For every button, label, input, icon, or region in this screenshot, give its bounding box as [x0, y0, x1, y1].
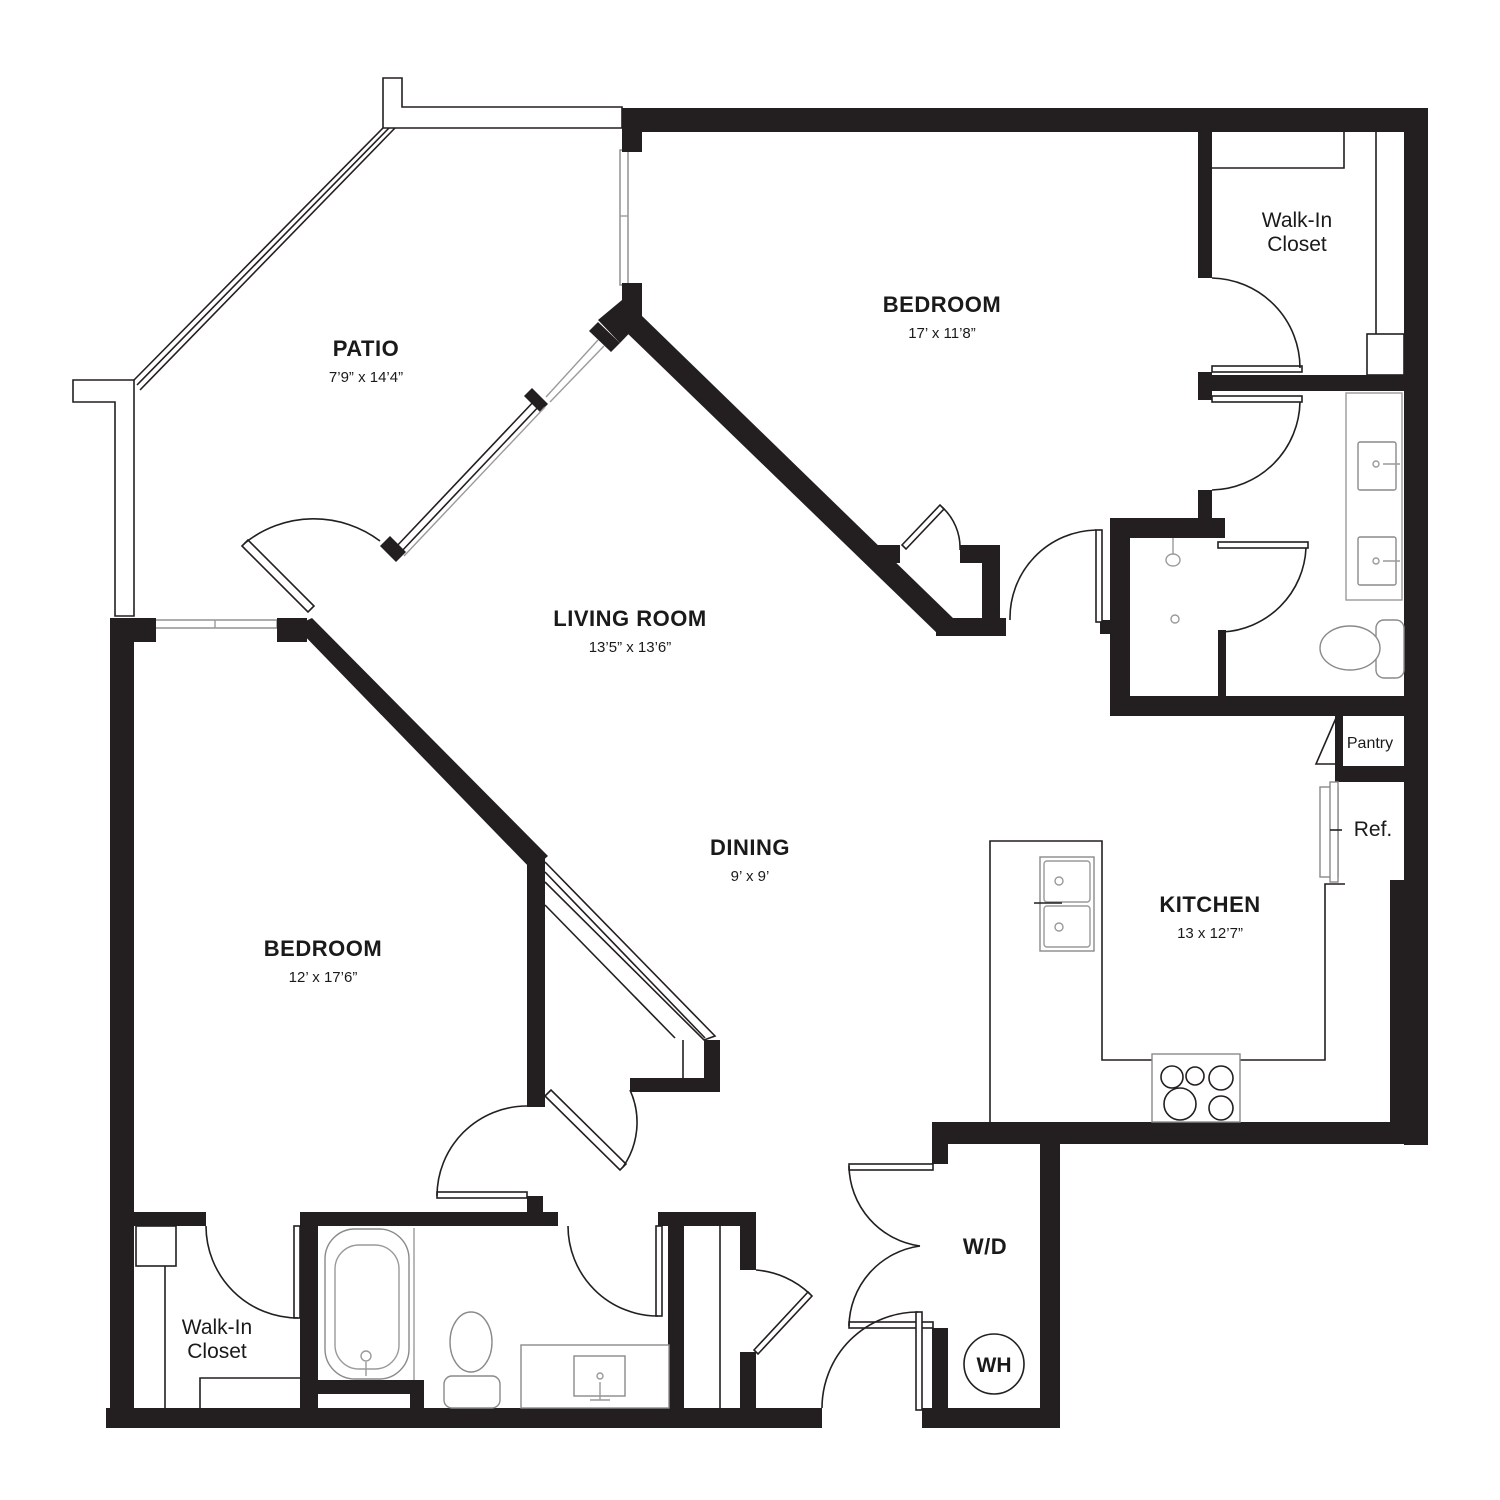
room-dimensions: 13’5” x 13’6” [589, 639, 672, 656]
room-label-bedroom-primary: BEDROOM 17’ x 11’8” [883, 292, 1001, 342]
room-title: BEDROOM [883, 292, 1001, 317]
master-bath-fixtures [1165, 392, 1405, 679]
walkin-closet-door-bottom[interactable] [205, 1225, 301, 1319]
patio-door[interactable] [240, 518, 381, 614]
room-dimensions: 9’ x 9’ [731, 868, 770, 885]
bedroom-secondary-door[interactable] [436, 1105, 528, 1199]
closet-label-line1: Walk-In [182, 1316, 252, 1339]
laundry-double-doors[interactable] [848, 1163, 934, 1329]
room-label-living-room: LIVING ROOM 13’5” x 13’6” [553, 606, 706, 656]
closet-label-line2: Closet [1267, 233, 1327, 256]
master-bath-door[interactable] [1211, 395, 1303, 491]
room-dimensions: 12’ x 17’6” [289, 969, 358, 986]
niche-door[interactable] [543, 1088, 638, 1172]
doors [205, 277, 1337, 1411]
double-sink-icon [1034, 856, 1095, 952]
sink-icon [1357, 536, 1400, 586]
closet-shelves [135, 132, 1405, 1408]
room-title: DINING [710, 835, 790, 860]
room-title: KITCHEN [1159, 892, 1260, 917]
patio-window-right [619, 149, 629, 286]
water-heater: WH [963, 1333, 1025, 1395]
walkin-closet-door-top[interactable] [1211, 277, 1303, 373]
linen-closet-door[interactable] [752, 1269, 814, 1356]
room-title: BEDROOM [264, 936, 382, 961]
patio-enclosure [72, 77, 623, 617]
closet-door-diagonal[interactable] [900, 503, 961, 551]
room-title: LIVING ROOM [553, 606, 706, 631]
sink-icon [573, 1355, 626, 1401]
secondary-bath-fixtures [324, 1228, 670, 1409]
washer-dryer-label: W/D [963, 1234, 1007, 1259]
stove-icon [1151, 1053, 1241, 1123]
kitchen-fixtures [989, 781, 1345, 1123]
entry-door[interactable] [821, 1311, 923, 1411]
toilet-icon [443, 1311, 501, 1409]
closet-label-line2: Closet [187, 1340, 247, 1363]
pantry-door[interactable] [1314, 717, 1337, 765]
shower-door[interactable] [1217, 541, 1309, 633]
room-label-kitchen: KITCHEN 13 x 12’7” [1159, 892, 1260, 942]
closet-label-line1: Walk-In [1262, 209, 1332, 232]
room-dimensions: 13 x 12’7” [1177, 925, 1243, 942]
bathroom-secondary-door[interactable] [567, 1225, 663, 1317]
bathtub-icon [324, 1228, 410, 1380]
sink-icon [1357, 441, 1400, 491]
exterior-walls [106, 108, 1428, 1428]
toilet-icon [1319, 619, 1405, 679]
refrigerator-icon [1319, 781, 1342, 883]
bedroom-primary-door[interactable] [1009, 529, 1103, 623]
refrigerator-label: Ref. [1354, 818, 1393, 841]
water-heater-label: WH [977, 1354, 1012, 1377]
shower-head-icon [1165, 538, 1181, 624]
bottom-patio-window [154, 619, 278, 629]
label-walkin-closet-bottom: Walk-In Closet [182, 1316, 252, 1363]
pantry-label: Pantry [1347, 735, 1393, 752]
room-dimensions: 17’ x 11’8” [908, 325, 976, 342]
room-label-bedroom-secondary: BEDROOM 12’ x 17’6” [264, 936, 382, 986]
room-label-dining: DINING 9’ x 9’ [710, 835, 790, 885]
room-dimensions: 7’9” x 14’4” [329, 369, 403, 386]
interior-walls [134, 130, 1406, 1408]
room-label-patio: PATIO 7’9” x 14’4” [329, 336, 403, 386]
label-walkin-closet-top: Walk-In Closet [1262, 209, 1332, 256]
room-title: PATIO [333, 336, 399, 361]
